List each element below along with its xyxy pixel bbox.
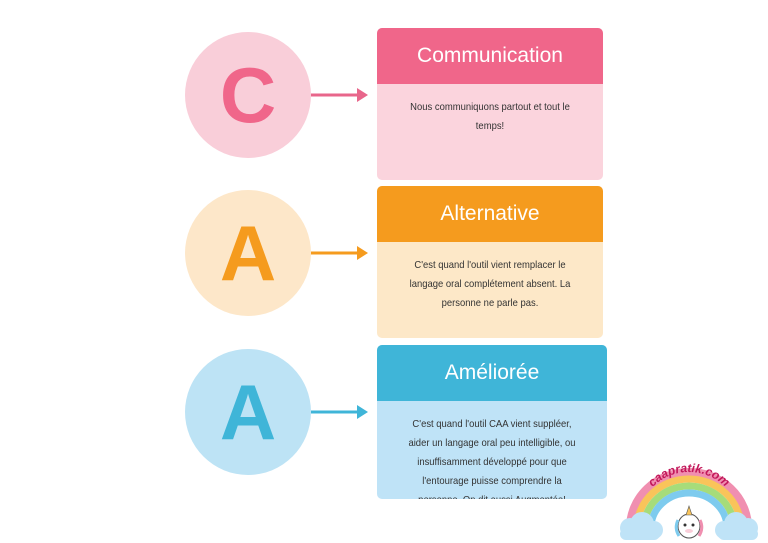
letter-c: C bbox=[219, 51, 277, 139]
caa-row-amelioree: A Améliorée C'est quand l'outil CAA vien… bbox=[0, 345, 768, 505]
card-text: C'est quand l'outil vient remplacer le l… bbox=[409, 259, 571, 309]
card-title: Communication bbox=[377, 28, 603, 84]
letter-circle-a: A bbox=[185, 190, 311, 316]
card-communication: Communication Nous communiquons partout … bbox=[377, 28, 603, 180]
caapratik-logo: caapratik.com bbox=[620, 462, 758, 540]
card-title: Améliorée bbox=[377, 345, 607, 401]
letter-a: A bbox=[219, 209, 277, 297]
arrow-right-icon bbox=[311, 405, 368, 419]
caa-row-alternative: A Alternative C'est quand l'outil vient … bbox=[0, 186, 768, 346]
card-title: Alternative bbox=[377, 186, 603, 242]
caa-row-communication: C Communication Nous communiquons partou… bbox=[0, 28, 768, 188]
arrow-right-icon bbox=[311, 246, 368, 260]
unicorn-icon bbox=[674, 505, 704, 539]
letter-circle-c: C bbox=[185, 32, 311, 158]
arrow-right-icon bbox=[311, 88, 368, 102]
card-text: Nous communiquons partout et tout le tem… bbox=[410, 101, 570, 132]
letter-a: A bbox=[219, 368, 277, 456]
letter-circle-a: A bbox=[185, 349, 311, 475]
card-amelioree: Améliorée C'est quand l'outil CAA vient … bbox=[377, 345, 607, 499]
card-text: C'est quand l'outil CAA vient suppléer, … bbox=[408, 418, 576, 499]
card-alternative: Alternative C'est quand l'outil vient re… bbox=[377, 186, 603, 338]
